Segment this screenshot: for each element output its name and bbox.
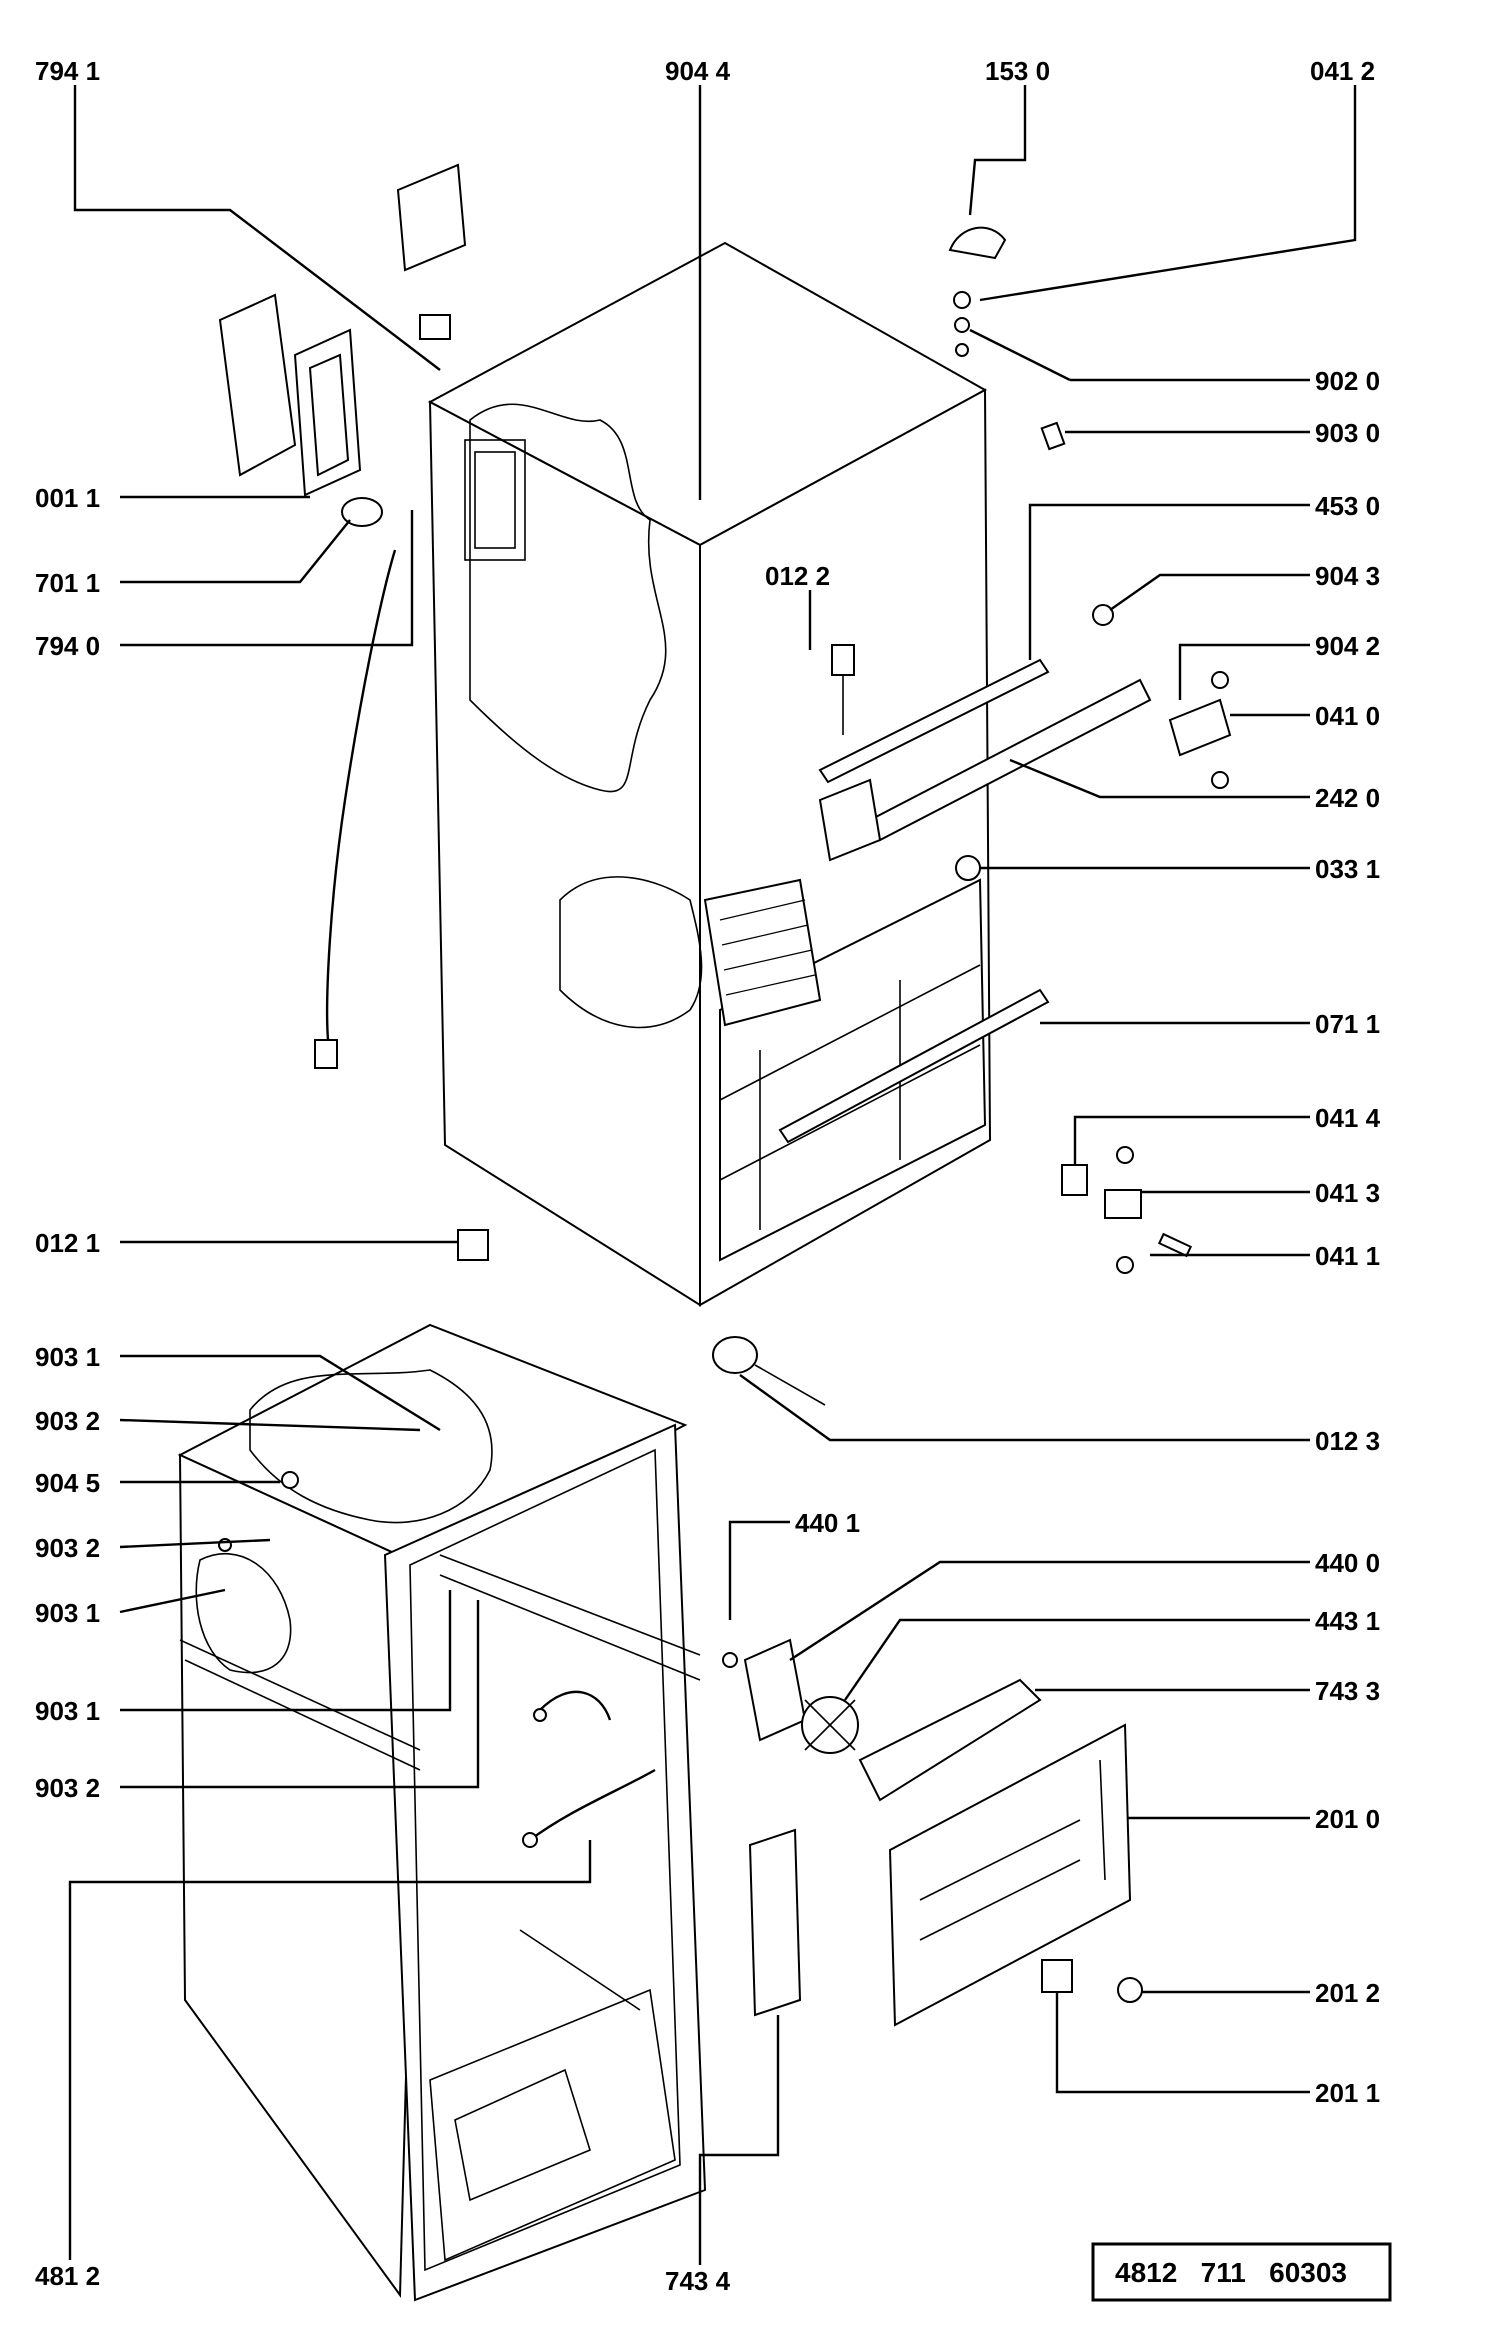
callout-0410: 041 0	[1315, 701, 1380, 731]
callout-9032-a: 903 2	[35, 1406, 100, 1436]
callout-7433: 743 3	[1315, 1676, 1380, 1706]
callout-9020: 902 0	[1315, 366, 1380, 396]
callout-2010: 201 0	[1315, 1804, 1380, 1834]
lower-cabinet	[177, 1323, 1143, 2302]
callout-9031-c: 903 1	[35, 1696, 100, 1726]
callout-2011: 201 1	[1315, 2078, 1380, 2108]
callout-7434: 743 4	[665, 2266, 731, 2296]
callout-4530: 453 0	[1315, 491, 1380, 521]
leader-lines	[68, 85, 1357, 2265]
upper-cabinet	[218, 163, 1232, 1406]
callout-0011: 001 1	[35, 483, 100, 513]
callout-0123: 012 3	[1315, 1426, 1380, 1456]
callout-1530: 153 0	[985, 56, 1050, 86]
callout-9032-b: 903 2	[35, 1533, 100, 1563]
callout-9031-b: 903 1	[35, 1598, 100, 1628]
callout-labels: 794 1 904 4 153 0 041 2 902 0 903 0 001 …	[35, 56, 1381, 2296]
callout-4401: 440 1	[795, 1508, 860, 1538]
callout-9044: 904 4	[665, 56, 731, 86]
callout-0414: 041 4	[1315, 1103, 1381, 1133]
callout-4812: 481 2	[35, 2261, 100, 2291]
callout-9042: 904 2	[1315, 631, 1380, 661]
callout-9032-c: 903 2	[35, 1773, 100, 1803]
reference-number: 4812 711 60303	[1115, 2257, 1347, 2288]
callout-0121: 012 1	[35, 1228, 100, 1258]
callout-7941: 794 1	[35, 56, 100, 86]
callout-7011: 701 1	[35, 568, 100, 598]
callout-9031-a: 903 1	[35, 1342, 100, 1372]
callout-0413: 041 3	[1315, 1178, 1380, 1208]
callout-2420: 242 0	[1315, 783, 1380, 813]
callout-4431: 443 1	[1315, 1606, 1380, 1636]
callout-4400: 440 0	[1315, 1548, 1380, 1578]
callout-9030: 903 0	[1315, 418, 1380, 448]
callout-0711: 071 1	[1315, 1009, 1380, 1039]
callout-0411: 041 1	[1315, 1241, 1380, 1271]
callout-2012: 201 2	[1315, 1978, 1380, 2008]
callout-7940: 794 0	[35, 631, 100, 661]
callout-0412: 041 2	[1310, 56, 1375, 86]
callout-0331: 033 1	[1315, 854, 1380, 884]
callout-0122: 012 2	[765, 561, 830, 591]
callout-9045: 904 5	[35, 1468, 100, 1498]
reference-number-box: 4812 711 60303	[1091, 2242, 1392, 2302]
callout-9043: 904 3	[1315, 561, 1380, 591]
